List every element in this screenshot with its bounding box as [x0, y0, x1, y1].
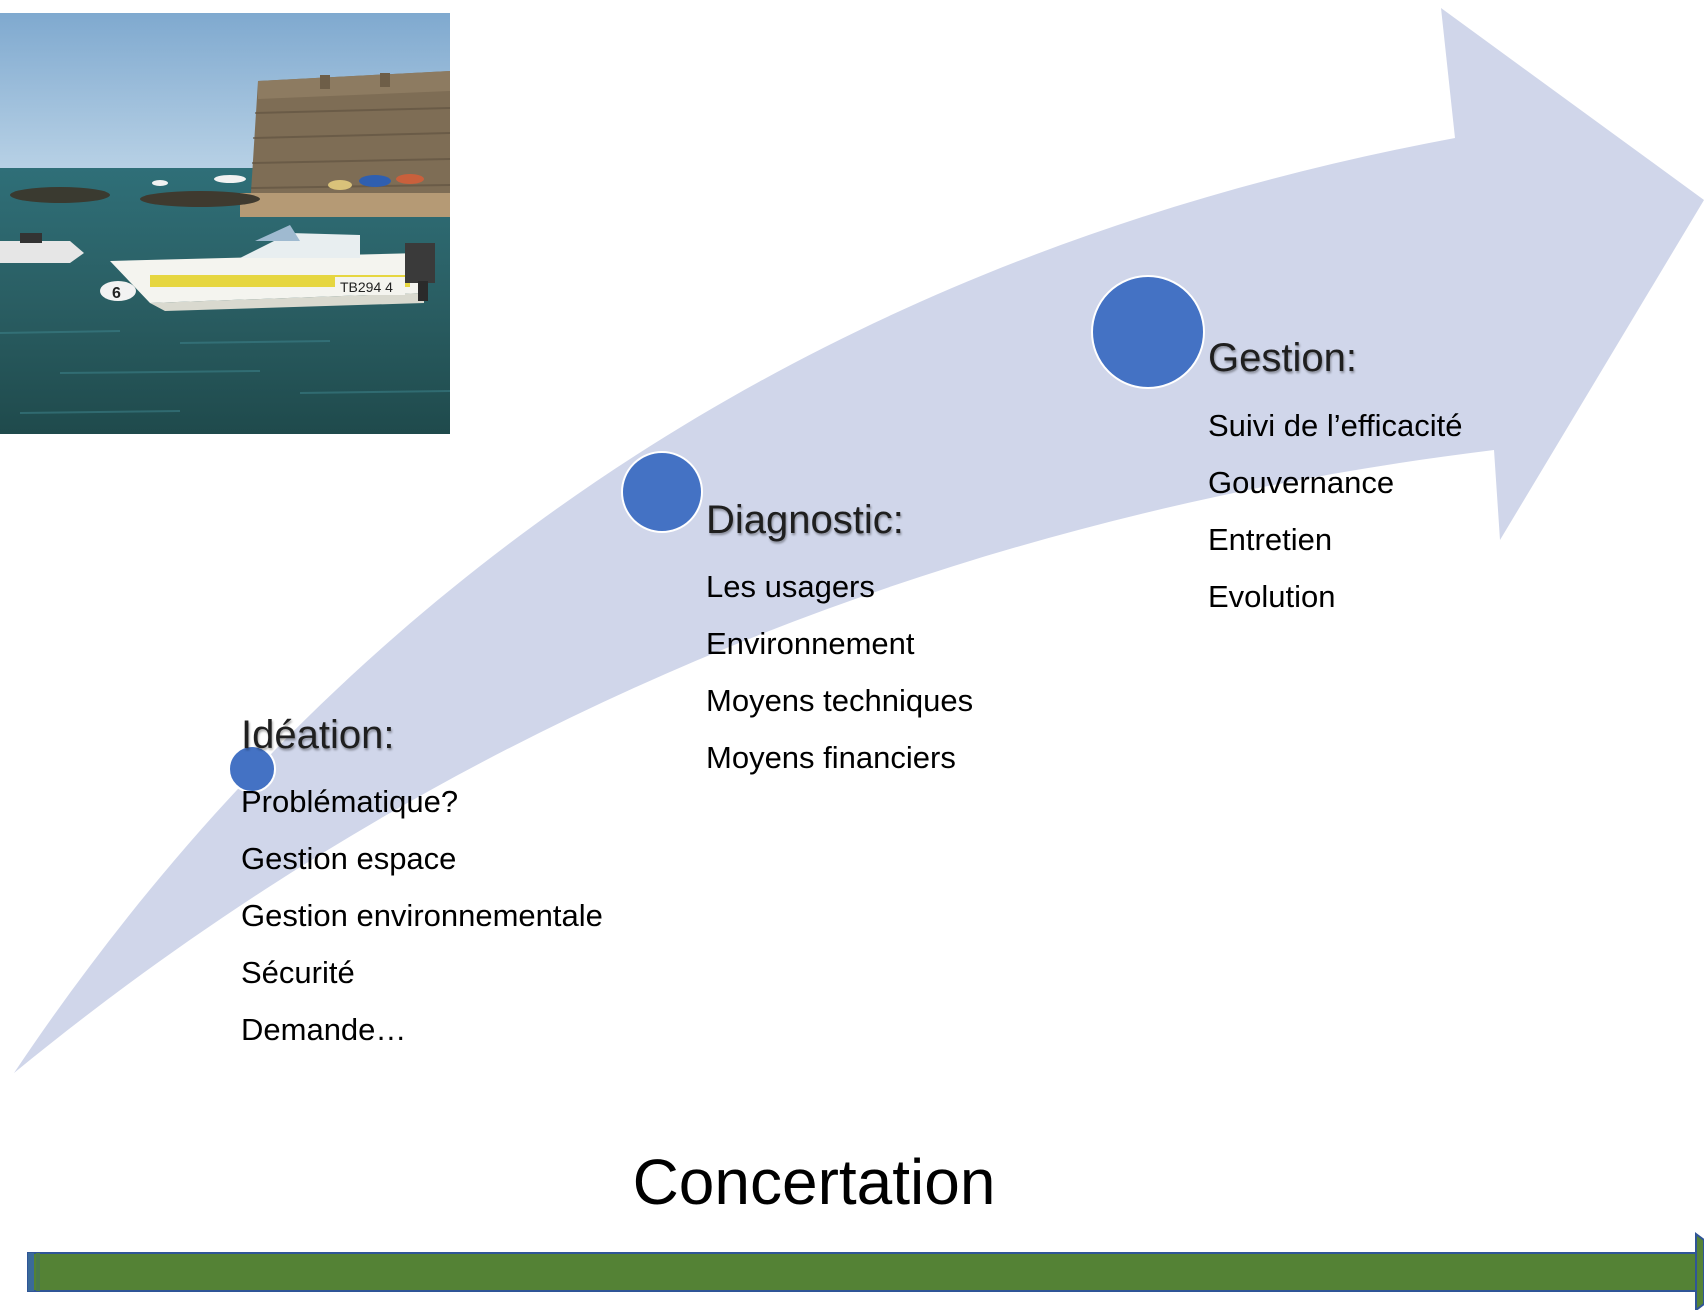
stage-title-gestion: Gestion: [1208, 336, 1357, 380]
stage-list-ideation: Problématique? Gestion espace Gestion en… [241, 773, 603, 1058]
concertation-bar-tail-stripe-2 [36, 1253, 40, 1291]
stage-marker-ideation [228, 745, 276, 793]
stage-item: Sécurité [241, 955, 355, 990]
stage-item: Environnement [706, 626, 915, 661]
stage-item: Moyens financiers [706, 740, 956, 775]
curved-process-arrow [14, 8, 1704, 1073]
harbor-photo: TB294 4 6 [0, 13, 450, 434]
stage-item: Demande… [241, 1012, 407, 1047]
concertation-bar [27, 1232, 1704, 1310]
stage-item: Suivi de l’efficacité [1208, 408, 1463, 443]
stage-item: Moyens techniques [706, 683, 974, 718]
stage-item: Evolution [1208, 579, 1336, 614]
stage-item: Les usagers [706, 569, 875, 604]
stage-marker-gestion [1091, 275, 1205, 389]
stage-title-ideation: Idéation: [241, 713, 395, 757]
stage-marker-diagnostic [621, 451, 703, 533]
stage-list-diagnostic: Les usagers Environnement Moyens techniq… [706, 558, 973, 786]
concertation-label: Concertation [632, 1146, 996, 1218]
stage-item: Gestion espace [241, 841, 457, 876]
concertation-bar-tail-stripe [28, 1253, 34, 1291]
stage-item: Problématique? [241, 784, 459, 819]
stage-item: Gouvernance [1208, 465, 1395, 500]
stage-title-diagnostic: Diagnostic: [706, 498, 904, 542]
buoy-number: 6 [112, 285, 121, 302]
concertation-bar-body [27, 1252, 1701, 1292]
harbor-photo-image: TB294 4 6 [0, 13, 450, 434]
stage-list-gestion: Suivi de l’efficacité Gouvernance Entret… [1208, 397, 1462, 625]
concertation-arrow-head [1695, 1232, 1704, 1310]
boat-registration: TB294 4 [340, 279, 393, 295]
stage-item: Entretien [1208, 522, 1333, 557]
stage-item: Gestion environnementale [241, 898, 603, 933]
